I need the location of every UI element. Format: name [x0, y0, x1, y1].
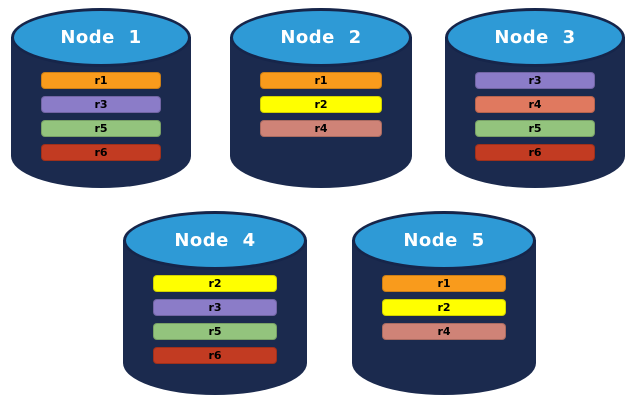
replica-bar-r1: r1	[260, 72, 382, 89]
replica-label: r2	[437, 301, 451, 314]
replica-bar-r5: r5	[40, 120, 162, 137]
cylinder-top: Node 1	[11, 8, 191, 67]
replica-label: r5	[528, 122, 542, 135]
cylinder-top: Node 2	[230, 8, 412, 67]
replica-bar-r2: r2	[260, 96, 382, 113]
replica-label: r2	[208, 277, 222, 290]
replica-bar-r1: r1	[382, 275, 506, 292]
replica-list: r2 r3 r5 r6	[123, 275, 307, 364]
database-node-2: Node 2 r1 r2 r4	[230, 8, 412, 188]
node-title: Node 1	[60, 27, 142, 48]
replica-label: r6	[528, 146, 542, 159]
replica-bar-r2: r2	[153, 275, 277, 292]
replica-bar-r5: r5	[474, 120, 596, 137]
replica-bar-r3: r3	[40, 96, 162, 113]
replica-bar-r6: r6	[474, 144, 596, 161]
replica-label: r3	[208, 301, 222, 314]
replica-label: r4	[314, 122, 328, 135]
database-node-3: Node 3 r3 r4 r5 r6	[445, 8, 625, 188]
replica-bar-r4: r4	[382, 323, 506, 340]
replica-list: r1 r2 r4	[352, 275, 536, 340]
database-node-1: Node 1 r1 r3 r5 r6	[11, 8, 191, 188]
replica-list: r1 r2 r4	[230, 72, 412, 137]
replica-label: r1	[314, 74, 328, 87]
replica-label: r6	[94, 146, 108, 159]
replica-label: r5	[208, 325, 222, 338]
replica-bar-r3: r3	[474, 72, 596, 89]
replica-bar-r5: r5	[153, 323, 277, 340]
cylinder-top: Node 4	[123, 211, 307, 270]
node-title: Node 3	[494, 27, 576, 48]
replica-label: r6	[208, 349, 222, 362]
replica-bar-r4: r4	[260, 120, 382, 137]
replica-label: r3	[94, 98, 108, 111]
replica-bar-r2: r2	[382, 299, 506, 316]
cylinder-top: Node 5	[352, 211, 536, 270]
replica-bar-r1: r1	[40, 72, 162, 89]
replica-list: r3 r4 r5 r6	[445, 72, 625, 161]
cylinder-top: Node 3	[445, 8, 625, 67]
replica-label: r5	[94, 122, 108, 135]
replica-bar-r3: r3	[153, 299, 277, 316]
replica-label: r2	[314, 98, 328, 111]
node-title: Node 2	[280, 27, 362, 48]
node-title: Node 4	[174, 230, 256, 251]
replica-label: r3	[528, 74, 542, 87]
replica-bar-r6: r6	[40, 144, 162, 161]
database-node-4: Node 4 r2 r3 r5 r6	[123, 211, 307, 395]
replica-label: r1	[437, 277, 451, 290]
replica-bar-r4: r4	[474, 96, 596, 113]
database-node-5: Node 5 r1 r2 r4	[352, 211, 536, 395]
replica-list: r1 r3 r5 r6	[11, 72, 191, 161]
replica-label: r4	[437, 325, 451, 338]
replica-label: r4	[528, 98, 542, 111]
node-title: Node 5	[403, 230, 485, 251]
replica-bar-r6: r6	[153, 347, 277, 364]
replica-label: r1	[94, 74, 108, 87]
